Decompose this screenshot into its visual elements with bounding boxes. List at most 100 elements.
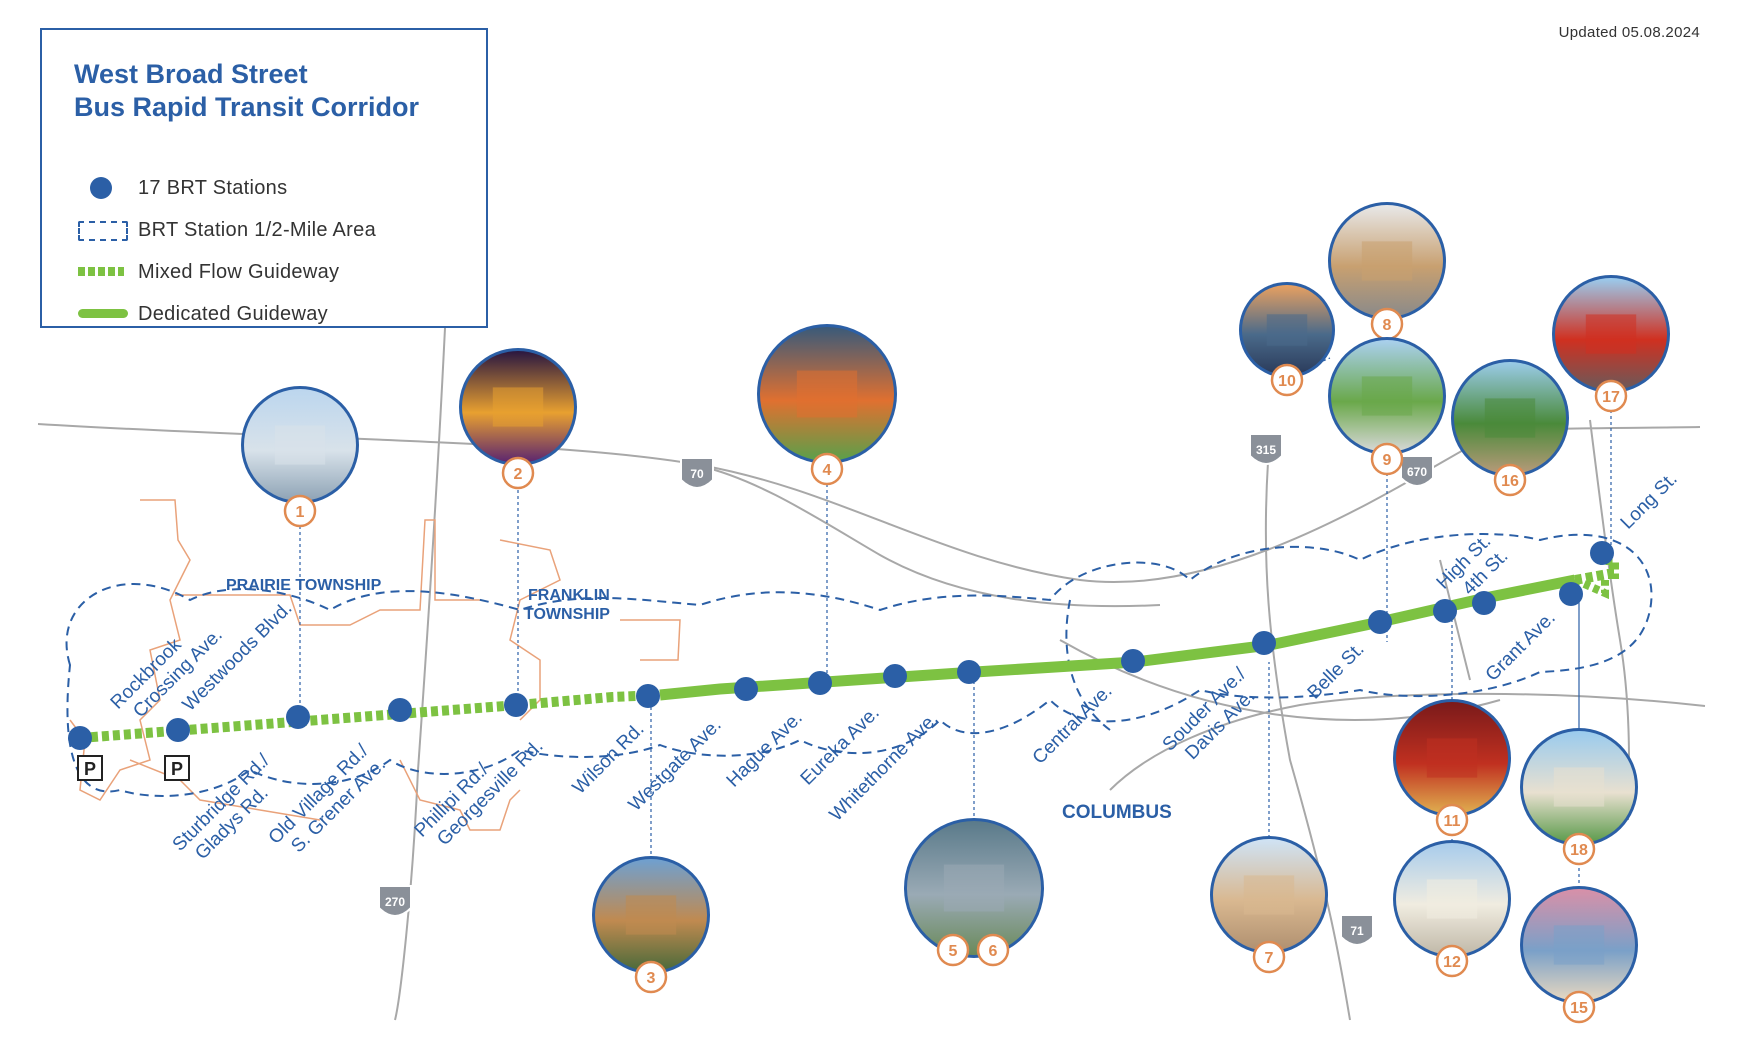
highway-shield-icon [1249,433,1283,465]
station-number-badge [501,456,535,490]
station-dot[interactable] [166,718,190,742]
station-photo[interactable]: 1 [241,386,359,528]
legend-title: West Broad Street Bus Rapid Transit Corr… [74,58,419,124]
station-dot[interactable] [1433,599,1457,623]
dashed-area-icon [76,218,128,242]
region-label-columbus: COLUMBUS [1062,802,1172,823]
station-number-badge [1562,990,1596,1024]
station-dot[interactable] [1559,582,1583,606]
dedicated-guideway [659,574,1577,701]
highway-shield-icon [680,457,714,489]
legend-row-dedicated: Dedicated Guideway [76,299,328,329]
station-dot[interactable] [504,693,528,717]
station-number: 1 [296,504,305,521]
station-photo[interactable]: 16 [1451,359,1569,497]
station-number: 3 [647,970,656,987]
half-mile-areas [65,533,1653,797]
mixed-flow-guideway [79,690,661,743]
station-photo[interactable]: 17 [1552,275,1670,413]
station-dot[interactable] [1121,649,1145,673]
station-dot[interactable] [1368,610,1392,634]
region-label-franklin: FRANKLIN [528,587,610,604]
highway-number: 315 [1256,443,1276,457]
station-dot[interactable] [1590,541,1614,565]
station-number: 11 [1444,813,1461,830]
township-boundaries [69,499,681,831]
station-number: 2 [514,466,523,483]
station-number-badge [1594,379,1628,413]
station-dot[interactable] [1472,591,1496,615]
station-photo[interactable]: 12 [1393,840,1511,978]
station-number: 17 [1602,389,1620,406]
legend-label: BRT Station 1/2-Mile Area [138,218,376,241]
highway-number: 670 [1407,465,1427,479]
station-number: 10 [1278,373,1296,390]
station-photo[interactable]: 11 [1393,699,1511,837]
station-number: 4 [823,462,832,479]
highway-number: 71 [1350,924,1364,938]
mixed-flow-guideway [1573,576,1609,600]
station-photo[interactable]: 8 [1328,202,1446,341]
legend-row-area: BRT Station 1/2-Mile Area [76,215,376,245]
highway-shield-icon [1340,914,1374,946]
parking-label: P [84,759,96,779]
station-label: Whitethorne Ave. [826,709,943,826]
region-label-franklin: TOWNSHIP [524,606,610,623]
station-number-badge [1370,442,1404,476]
station-dot[interactable] [636,684,660,708]
station-number-badge [634,960,668,994]
station-photo[interactable]: 18 [1520,728,1638,866]
updated-date: Updated 05.08.2024 [1558,24,1700,41]
station-photo[interactable]: 15 [1520,886,1638,1024]
station-number-badge [1562,832,1596,866]
station-dot[interactable] [1252,631,1276,655]
station-number-badge [283,494,317,528]
station-number: 12 [1443,954,1461,971]
station-number: 6 [989,943,998,960]
legend-title-line: West Broad Street [74,59,308,89]
station-dot[interactable] [734,677,758,701]
station-dot[interactable] [883,664,907,688]
legend-row-mixed: Mixed Flow Guideway [76,257,339,287]
station-photo[interactable]: 3 [592,856,710,994]
station-dot[interactable] [68,726,92,750]
legend-label: Dedicated Guideway [138,302,328,325]
legend-label: 17 BRT Stations [138,176,288,199]
station-photo[interactable]: 7 [1210,836,1328,974]
station-photo[interactable]: 10 [1239,282,1335,397]
station-number: 15 [1570,1000,1588,1017]
region-label-prairie: PRAIRIE TOWNSHIP [226,577,382,594]
station-dot-icon [76,176,128,200]
station-dot[interactable] [388,698,412,722]
highway-shield-icon [378,885,412,917]
parking-label: P [171,759,183,779]
station-number: 5 [949,943,958,960]
station-photo[interactable]: 2 [459,348,577,490]
station-label: RockbrookCrossing Ave. [107,609,227,729]
station-label: Grant Ave. [1482,607,1560,685]
station-label: Long St. [1617,469,1682,534]
station-dot[interactable] [808,671,832,695]
highway-number: 70 [690,467,704,481]
station-number-badge [1252,940,1286,974]
station-dot[interactable] [286,705,310,729]
station-number: 16 [1501,473,1519,490]
station-number-badge [810,452,844,486]
station-label: Belle St. [1304,639,1369,704]
station-photo[interactable]: 4 [757,324,897,486]
station-number-badge [976,933,1010,967]
highway-number: 270 [385,895,405,909]
station-number: 9 [1383,452,1392,469]
station-dots [68,541,1614,750]
highway-shield-icon [1400,455,1434,487]
station-number-badge [1435,803,1469,837]
region-labels: PRAIRIE TOWNSHIP FRANKLIN TOWNSHIP COLUM… [226,577,1172,823]
station-number-badge [1270,363,1304,397]
station-number: 18 [1570,842,1588,859]
station-photo[interactable]: 9 [1328,337,1446,476]
legend-title-line: Bus Rapid Transit Corridor [74,92,420,122]
station-dot[interactable] [957,660,981,684]
